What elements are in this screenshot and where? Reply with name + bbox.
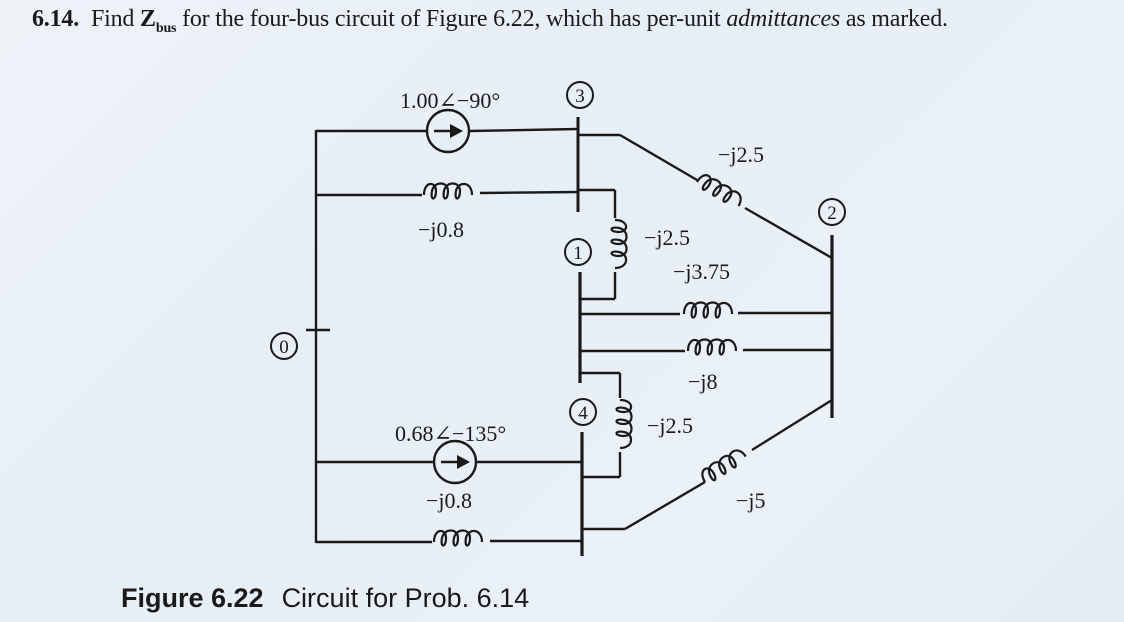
svg-text:2: 2 <box>827 203 837 224</box>
admittance-label-1-4: −j2.5 <box>647 413 693 438</box>
current-source-bus3 <box>425 108 471 154</box>
admittance-label-3-1: −j2.5 <box>644 225 690 250</box>
svg-text:0: 0 <box>279 337 289 358</box>
admittance-label-0-4: −j0.8 <box>426 488 472 513</box>
inductor-4-2 <box>697 445 749 487</box>
svg-text:3: 3 <box>575 86 585 107</box>
node-label-4: 4 <box>569 398 597 426</box>
inductor-1-2-b <box>686 338 738 356</box>
admittance-label-0-3: −j0.8 <box>418 217 464 242</box>
svg-text:1: 1 <box>573 243 583 264</box>
admittance-label-4-2: −j5 <box>736 488 766 513</box>
source-label-bus4: 0.68∠−135° <box>395 421 506 446</box>
inductor-0-3 <box>422 182 474 200</box>
admittance-label-1-2-b: −j8 <box>688 369 718 394</box>
node-label-1: 1 <box>564 238 592 266</box>
source-label-bus3: 1.00∠−90° <box>400 88 500 113</box>
admittance-label-3-2: −j2.5 <box>718 142 764 167</box>
admittances-emphasis: admittances <box>726 6 841 32</box>
svg-text:4: 4 <box>578 403 588 424</box>
figure-caption: Figure 6.22 Circuit for Prob. 6.14 <box>121 583 529 614</box>
inductor-1-4 <box>615 398 633 450</box>
inductor-3-2 <box>694 170 746 211</box>
figure-caption-text: Circuit for Prob. 6.14 <box>281 583 530 613</box>
arrow-right-icon <box>457 455 470 469</box>
node-label-2: 2 <box>818 198 846 226</box>
current-source-bus4 <box>432 439 478 485</box>
arrow-right-icon <box>450 124 463 138</box>
problem-number: 6.14. <box>32 6 80 32</box>
node-label-3: 3 <box>566 81 594 109</box>
inductor-0-4 <box>432 529 484 547</box>
figure-number: Figure 6.22 <box>121 583 264 613</box>
inductor-1-2-a <box>682 301 734 319</box>
node-label-0: 0 <box>270 332 298 360</box>
problem-statement: 6.14.Find Zbus for the four-bus circuit … <box>32 6 948 36</box>
inductor-3-1 <box>610 218 628 270</box>
z-bus-symbol: Zbus <box>140 6 177 36</box>
admittance-label-1-2-a: −j3.75 <box>673 259 730 284</box>
